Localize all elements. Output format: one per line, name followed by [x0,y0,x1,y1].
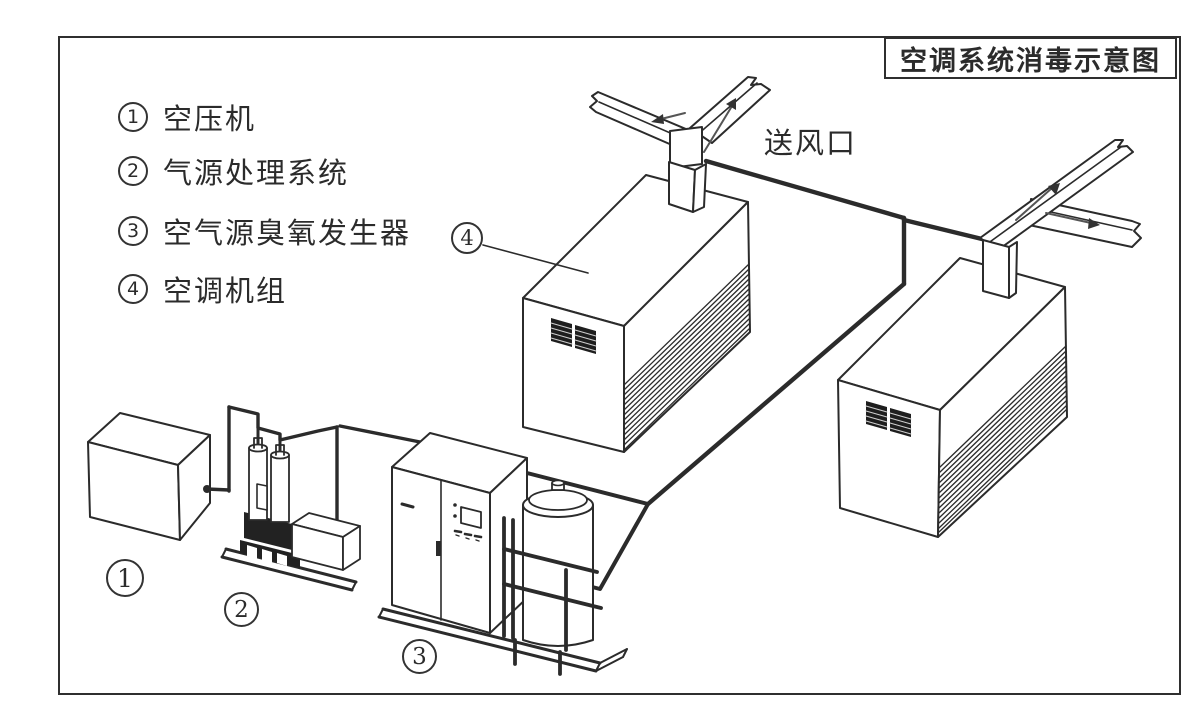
legend-item-compressor: 1 空压机 [118,96,256,138]
ahu-left-drawing [522,174,751,453]
callout-leader-line [482,244,589,274]
ahu-right-drawing [837,257,1068,538]
legend-item-label: 空压机 [163,102,257,136]
air-supply-outlet-label: 送风口 [764,126,858,160]
callout-ozone-generator: 3 [402,639,437,674]
legend-number-icon: 4 [118,274,148,304]
ozone-contact-tank-drawing [502,479,603,676]
air-source-treatment-drawing [220,405,472,592]
legend-item-gas-treatment: 2 气源处理系统 [118,150,349,192]
legend-item-label: 气源处理系统 [163,156,350,190]
legend-item-ozone-generator: 3 空气源臭氧发生器 [118,210,411,252]
legend-number-icon: 2 [118,156,148,186]
legend-item-ac-unit: 4 空调机组 [118,268,287,310]
callout-ac-unit: 4 [451,222,483,254]
legend-item-label: 空调机组 [163,274,288,308]
supply-duct-right-drawing [979,139,1142,299]
diagram-title: 空调系统消毒示意图 [900,45,1161,77]
legend-number-icon: 1 [118,102,148,132]
legend-item-label: 空气源臭氧发生器 [163,216,412,250]
callout-compressor: 1 [106,559,144,597]
supply-duct-left-drawing [589,76,771,213]
air-compressor-drawing [87,412,231,541]
callout-gas-treatment: 2 [224,592,259,627]
ozone-generator-cabinet-drawing [377,432,628,673]
legend-number-icon: 3 [118,216,148,246]
diagram-title-box: 空调系统消毒示意图 [884,37,1177,79]
ozone-pipeline-drawing [477,158,985,591]
